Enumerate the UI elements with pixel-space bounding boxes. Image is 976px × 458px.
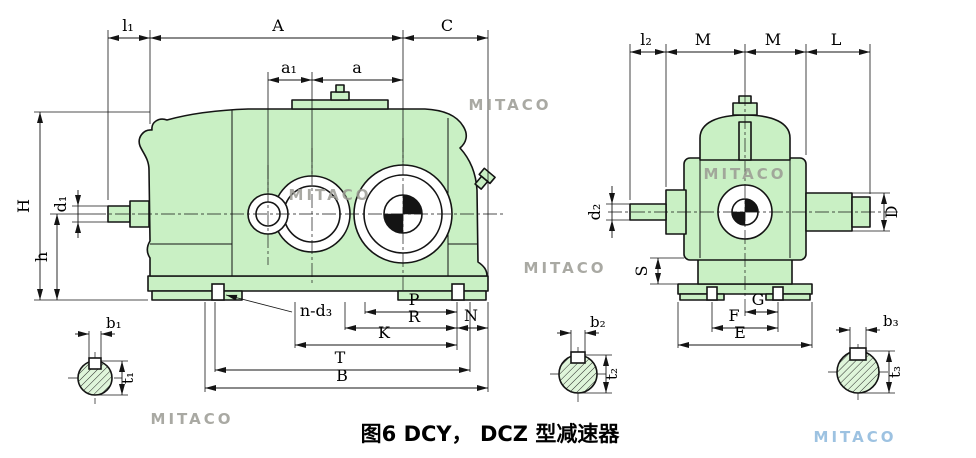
dim-label-M-right: M	[765, 30, 781, 49]
dim-label-C: C	[441, 16, 453, 35]
watermark-text: MITACO	[289, 186, 372, 204]
dim-label-M-left: M	[695, 30, 711, 49]
dim-label-G: G	[752, 290, 765, 309]
dim-label-B: B	[336, 366, 348, 385]
dim-label-b1: b₁	[106, 314, 122, 332]
figure-caption: 图6 DCY， DCZ 型减速器	[361, 422, 621, 446]
key-slot	[570, 351, 586, 364]
end-bolt-slot-right	[772, 286, 784, 301]
watermarks: MITACO MITACO MITACO MITACO MITACO MITAC…	[151, 96, 897, 446]
dim-label-H: H	[14, 199, 33, 213]
watermark-text: MITACO	[469, 96, 552, 114]
shaft-section-2: b₂ t₂	[550, 313, 621, 402]
watermark-text: MITACO	[704, 165, 787, 183]
key-slot	[88, 357, 102, 370]
bearing-target-quadrant	[383, 213, 404, 234]
cover-knob-top	[335, 84, 345, 93]
dim-label-P: P	[409, 290, 420, 309]
dim-label-b2: b₂	[590, 313, 606, 331]
end-bolt-slot-left	[706, 286, 718, 301]
watermark-text: MITACO	[814, 428, 897, 446]
watermark-text: MITACO	[151, 410, 234, 428]
shaft-section-3: b₃ t₃	[828, 312, 904, 400]
inspection-cover	[291, 99, 389, 110]
base-plate	[147, 275, 489, 292]
dim-label-b3: b₃	[883, 312, 899, 330]
dim-label-d2: d₂	[585, 204, 604, 221]
dim-label-R: R	[408, 307, 421, 326]
foot-bolt-slot-left	[211, 283, 225, 301]
dim-label-S: S	[632, 266, 651, 277]
dim-label-a1: a₁	[281, 58, 297, 77]
foot-bolt-slot-right	[451, 283, 465, 301]
end-view: l₂ M M L d₂ S D G F E	[585, 30, 901, 348]
dim-label-A: A	[271, 16, 284, 35]
dim-label-l1: l₁	[122, 16, 134, 35]
dim-label-n-d3: n-d₃	[300, 301, 332, 320]
key-slot	[849, 347, 867, 361]
dim-label-N: N	[464, 306, 478, 325]
breather-plug	[474, 167, 496, 190]
side-view: l₁ A C a₁ a H h d₁ n-d₃ P	[14, 16, 505, 392]
dim-label-F: F	[728, 306, 739, 325]
bearing-target-quadrant	[402, 194, 423, 215]
watermark-text: MITACO	[524, 259, 607, 277]
cover-knob	[330, 91, 350, 101]
dim-label-E: E	[734, 323, 746, 342]
dim-label-t3: t₃	[886, 366, 904, 378]
dim-label-t1: t₁	[119, 372, 137, 384]
dim-label-K: K	[378, 323, 391, 342]
dim-label-d1: d₁	[51, 196, 70, 213]
dim-label-L: L	[831, 30, 842, 49]
dim-label-T: T	[335, 348, 346, 367]
dim-label-t2: t₂	[603, 368, 621, 380]
dim-label-l2: l₂	[640, 30, 652, 49]
dim-label-D: D	[882, 206, 901, 219]
dim-label-a: a	[352, 58, 362, 77]
dim-label-h: h	[32, 252, 51, 262]
shaft-section-1: b₁ t₁	[68, 314, 137, 404]
